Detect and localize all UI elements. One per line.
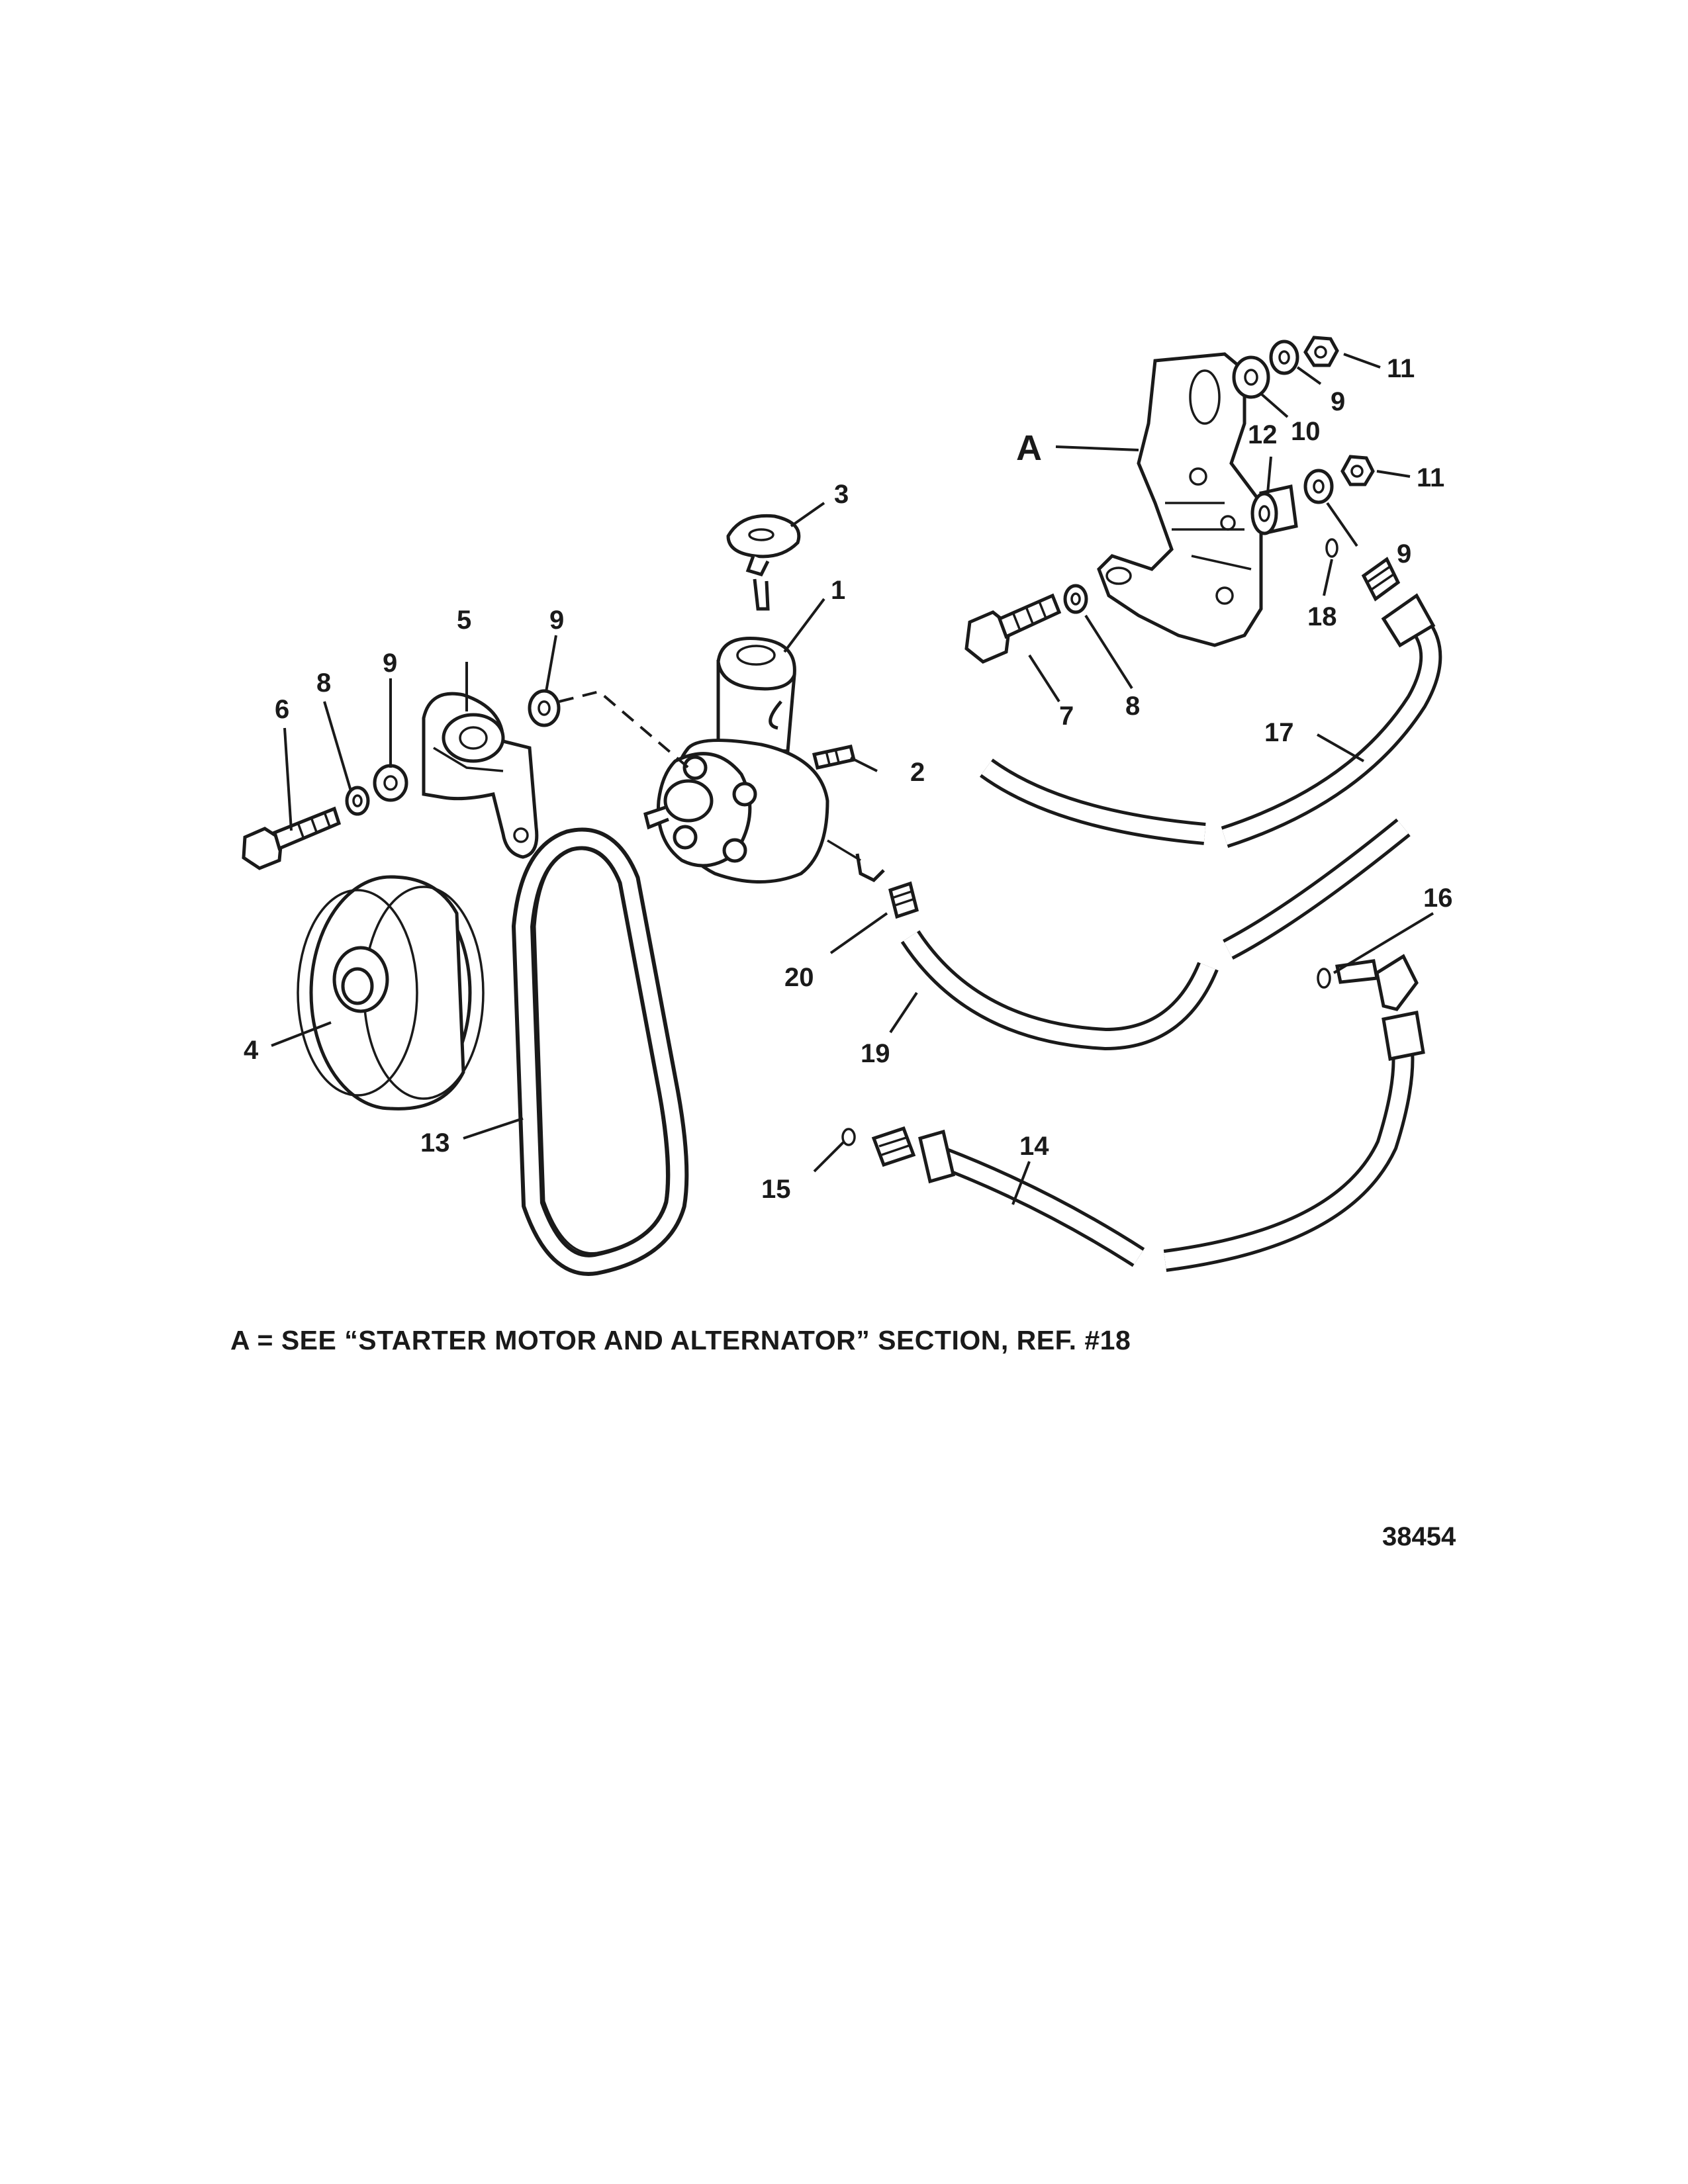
- callout-17: 17: [1264, 718, 1294, 747]
- washer-9-right: [1303, 469, 1334, 504]
- callout-1: 1: [831, 576, 845, 605]
- callout-11-right: 11: [1417, 463, 1444, 492]
- figure-number: 38454: [1382, 1522, 1456, 1551]
- callout-10: 10: [1291, 417, 1321, 446]
- o-ring-15: [841, 1128, 856, 1146]
- leader-lines: [271, 353, 1434, 1205]
- callout-19: 19: [861, 1039, 890, 1068]
- callout-5: 5: [457, 606, 471, 635]
- spacer-12: [1250, 484, 1298, 535]
- bolt-7: [964, 593, 1062, 664]
- washer-9-left-upper: [528, 689, 561, 727]
- callout-7: 7: [1059, 702, 1074, 731]
- callout-9-upper-right: 9: [1331, 387, 1345, 416]
- nut-11-right: [1340, 455, 1375, 486]
- o-ring-18: [1325, 538, 1338, 558]
- callout-4: 4: [244, 1036, 259, 1065]
- callout-9-left: 9: [383, 649, 397, 678]
- hose-19: [900, 818, 1411, 1051]
- mounting-bracket-a: [1097, 352, 1263, 647]
- callout-8-left: 8: [316, 668, 331, 698]
- callout-3: 3: [834, 480, 849, 509]
- callout-8-right: 8: [1125, 692, 1140, 721]
- callout-16: 16: [1423, 884, 1453, 913]
- callout-15: 15: [761, 1175, 791, 1204]
- callout-9-right: 9: [1397, 539, 1411, 569]
- hose-17: [980, 557, 1442, 848]
- pump-bracket-5: [422, 692, 539, 859]
- callout-14: 14: [1019, 1132, 1049, 1161]
- washer-9-upper: [1269, 340, 1299, 375]
- cap-dipstick-3: [726, 514, 801, 611]
- alignment-dashed-line: [559, 690, 690, 769]
- stud-2: [812, 745, 857, 770]
- callout-a: A: [1016, 428, 1042, 468]
- reference-note: A = SEE “STARTER MOTOR AND ALTERNATOR” S…: [230, 1325, 1131, 1355]
- callout-9-left-upper: 9: [549, 606, 564, 635]
- nut-11-upper: [1303, 336, 1339, 367]
- callout-12: 12: [1248, 420, 1278, 449]
- callout-6: 6: [275, 695, 289, 724]
- lock-washer-8-right: [1063, 584, 1088, 614]
- bolt-6: [242, 806, 342, 870]
- callout-11-upper: 11: [1387, 354, 1415, 383]
- callout-20: 20: [784, 963, 814, 992]
- callout-13: 13: [420, 1128, 450, 1158]
- callout-18: 18: [1307, 602, 1337, 631]
- fitting-20: [888, 881, 919, 919]
- o-ring-16: [1317, 968, 1331, 989]
- lock-washer-8-left: [345, 786, 370, 816]
- callout-labels: A 1 2 3 4 5 6 7 8 8 9 9 9 9 10 11 11 12 …: [244, 354, 1453, 1204]
- washer-9-left: [373, 764, 408, 802]
- washer-10: [1232, 355, 1270, 399]
- callout-2: 2: [910, 758, 925, 787]
- drive-belt-13: [511, 827, 689, 1276]
- hose-14: [871, 954, 1425, 1272]
- power-steering-pump-1: [643, 636, 885, 884]
- pulley-4: [297, 875, 485, 1111]
